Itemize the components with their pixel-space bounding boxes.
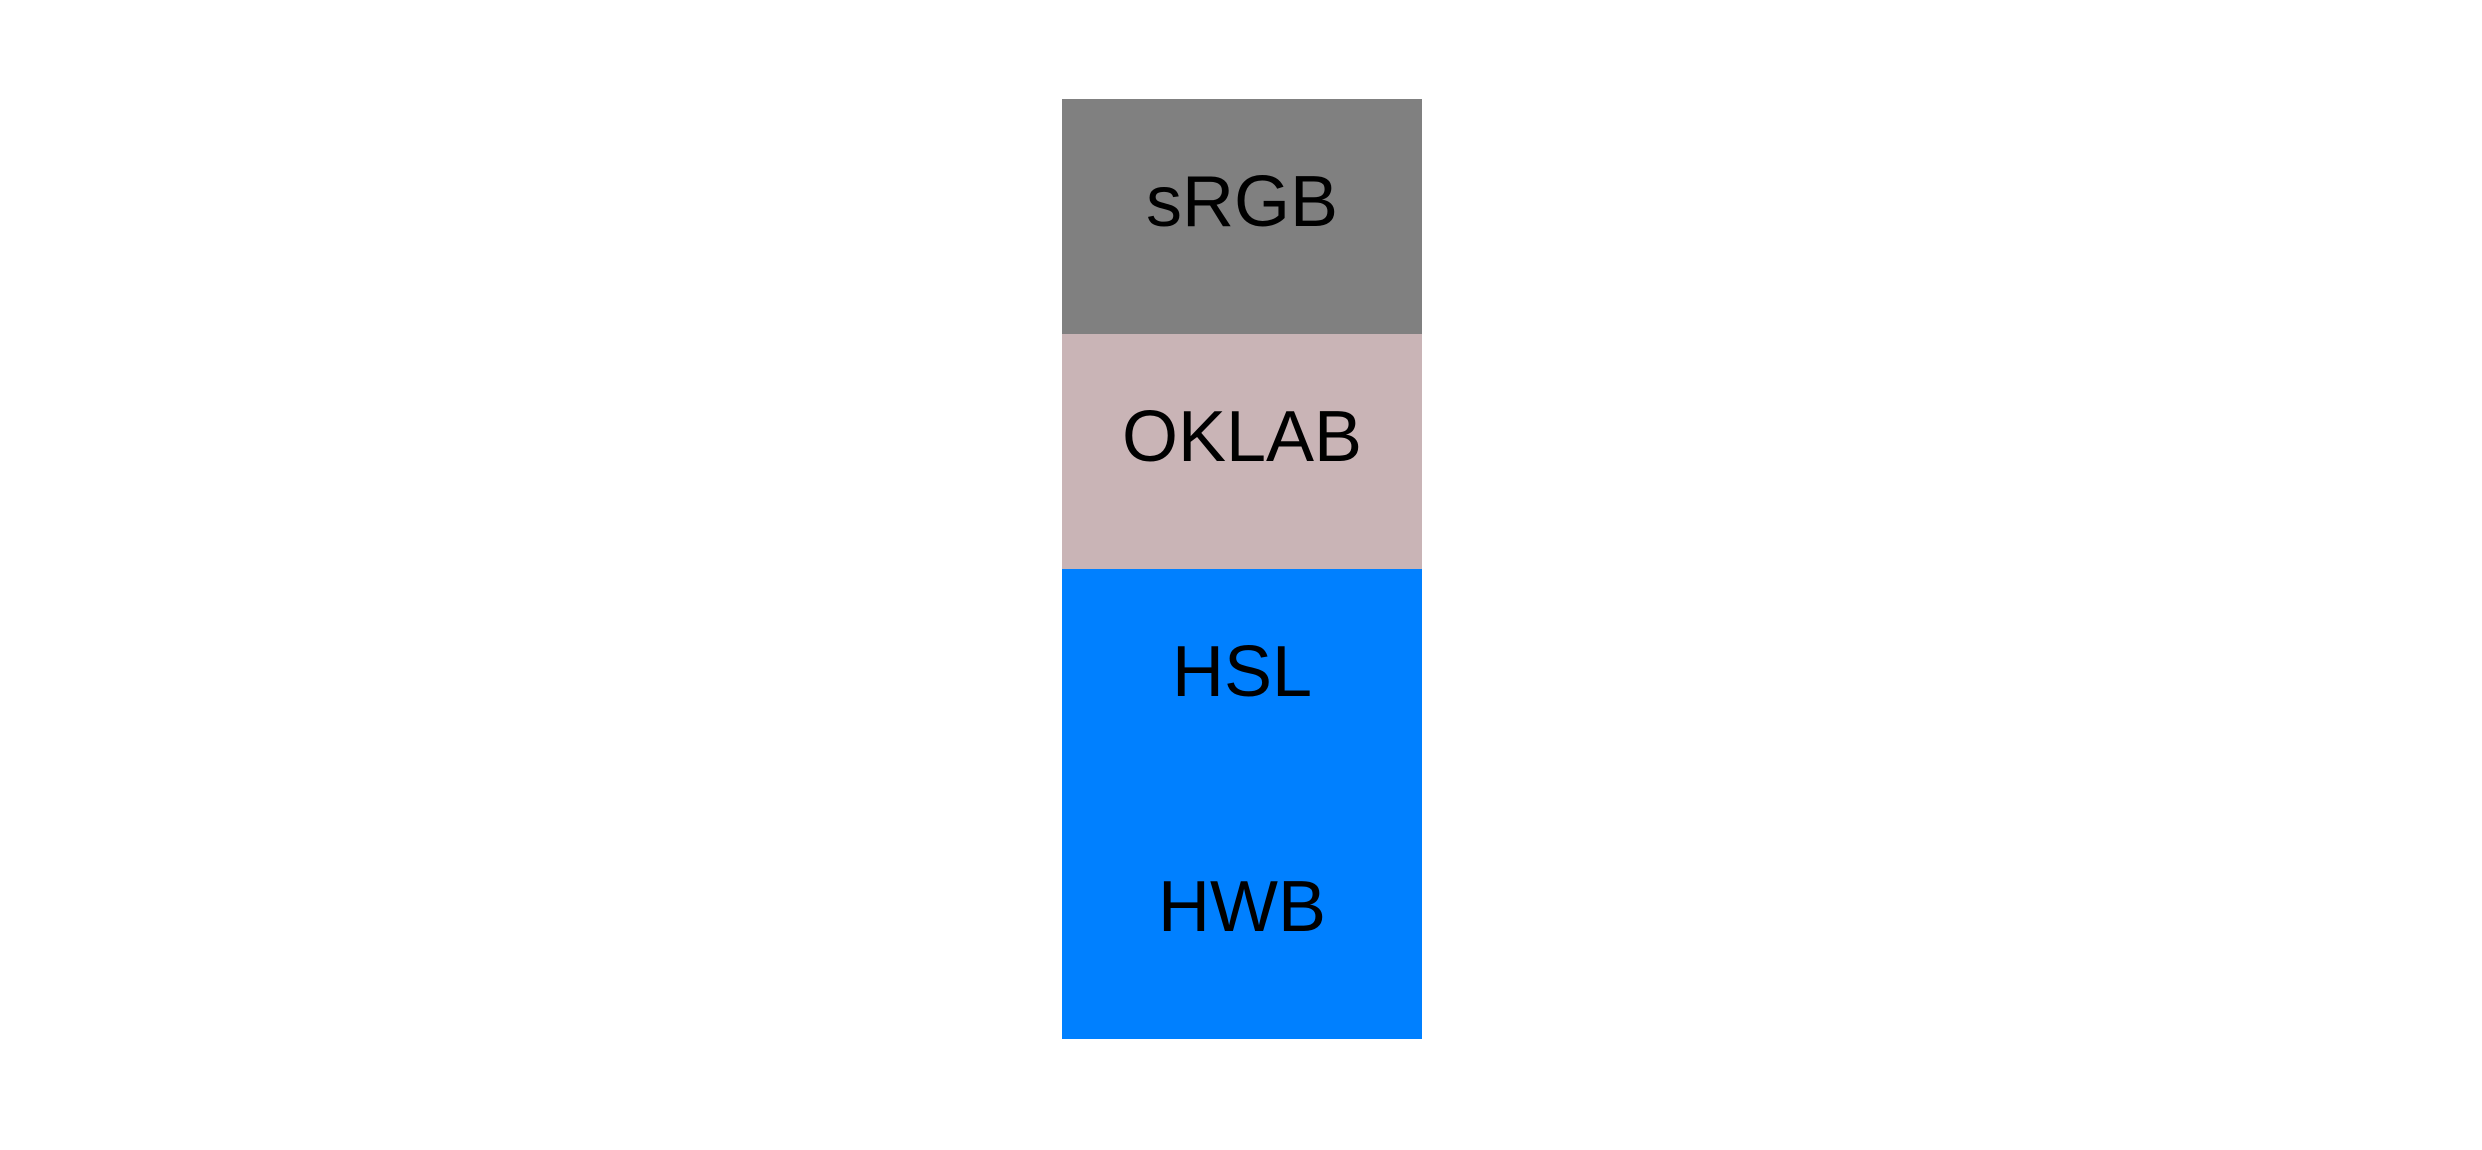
- color-space-swatch-stack: sRGB OKLAB HSL HWB: [1062, 99, 1422, 1039]
- swatch-label-srgb: sRGB: [1145, 162, 1339, 242]
- swatch-label-oklab: OKLAB: [1121, 397, 1363, 477]
- swatch-row-oklab[interactable]: OKLAB: [1062, 334, 1422, 569]
- swatch-row-hwb[interactable]: HWB: [1062, 804, 1422, 1039]
- swatch-row-hsl[interactable]: HSL: [1062, 569, 1422, 804]
- swatch-label-hwb: HWB: [1158, 867, 1326, 947]
- swatch-label-hsl: HSL: [1171, 632, 1313, 712]
- swatch-row-srgb[interactable]: sRGB: [1062, 99, 1422, 334]
